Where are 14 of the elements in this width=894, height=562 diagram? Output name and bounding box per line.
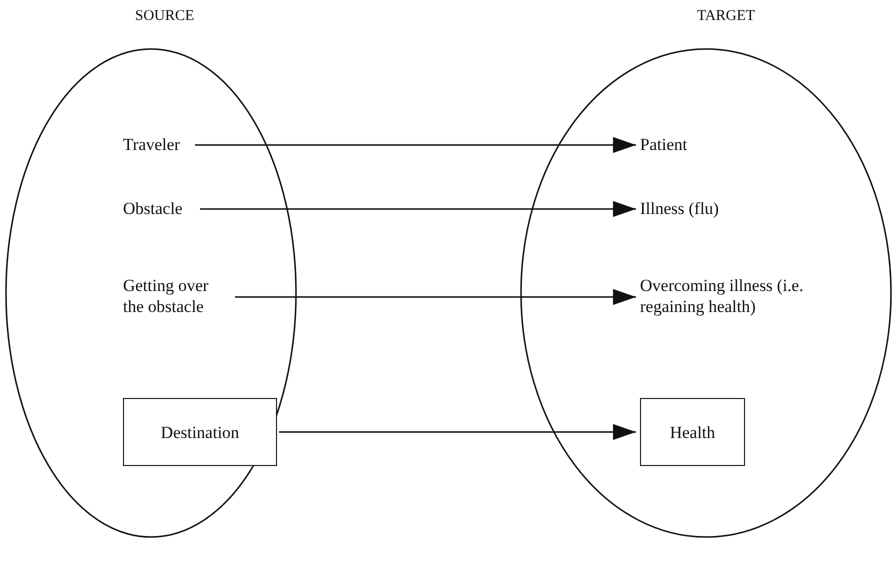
column-heading: TARGET: [697, 8, 755, 25]
concept-box: Destination: [123, 398, 277, 466]
mapping-arrow: [279, 424, 636, 440]
concept-label: Traveler: [123, 134, 193, 156]
mapping-arrow: [195, 137, 636, 153]
column-heading: SOURCE: [135, 8, 194, 25]
concept-label: Overcoming illness (i.e. regaining health): [640, 275, 810, 319]
mapping-arrow: [235, 289, 636, 305]
mapping-arrow: [200, 201, 636, 217]
concept-label: Getting over the obstacle: [123, 275, 233, 319]
concept-box: Health: [640, 398, 745, 466]
concept-label: Illness (flu): [640, 198, 735, 220]
concept-label: Patient: [640, 134, 700, 156]
concept-label: Obstacle: [123, 198, 198, 220]
